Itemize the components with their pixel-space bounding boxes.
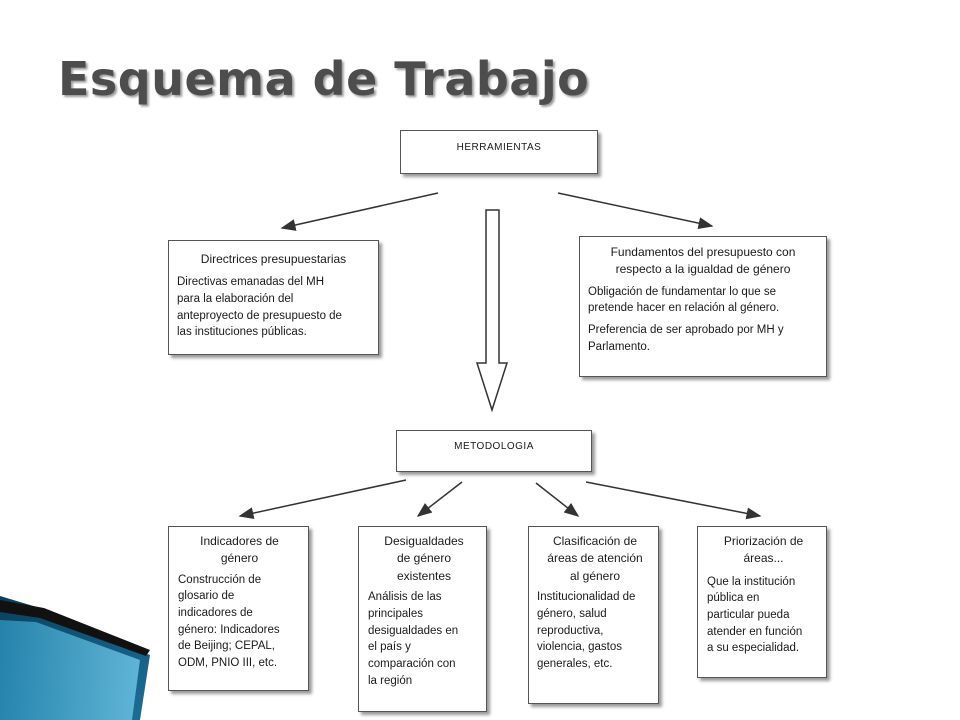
clasificacion-body-line: Institucionalidad de bbox=[537, 591, 636, 604]
desigualdades-body-line: principales bbox=[368, 607, 423, 620]
desigualdades-title-line: de género bbox=[396, 551, 452, 566]
arrow-to-clasificacion bbox=[535, 482, 580, 517]
herramientas-box: HERRAMIENTAS bbox=[400, 130, 598, 174]
indicadores-body-line: indicadores de bbox=[178, 607, 253, 620]
priorizacion-title-line: áreas... bbox=[743, 551, 784, 566]
fundamentos-p2-line: Preferencia de ser aprobado por MH y bbox=[588, 324, 784, 337]
indicadores-title-line: Indicadores de bbox=[200, 534, 279, 548]
indicadores-body-line: glosario de bbox=[178, 590, 235, 603]
arrow-to-priorizacion bbox=[585, 481, 762, 520]
fundamentos-title-line: Fundamentos del presupuesto con bbox=[610, 245, 796, 259]
desigualdades-body-line: desigualdades en bbox=[368, 624, 459, 637]
indicadores-box: Indicadores de género Construcción de gl… bbox=[168, 526, 309, 691]
clasificacion-title-line: Clasificación de bbox=[552, 534, 638, 548]
desigualdades-box: Desigualdades de género existentes Análi… bbox=[358, 526, 487, 712]
arrow-to-directrices bbox=[280, 192, 439, 231]
metodologia-label: METODOLOGIA bbox=[454, 441, 534, 452]
priorizacion-box: Priorización de áreas... Que la instituc… bbox=[697, 526, 827, 678]
desigualdades-body-line: la región bbox=[368, 674, 413, 687]
directrices-line: anteproyecto de presupuesto de bbox=[177, 309, 342, 322]
desigualdades-title-line: Desigualdades bbox=[384, 534, 464, 548]
clasificacion-body-line: violencia, gastos bbox=[537, 641, 623, 654]
fundamentos-p1-line: Obligación de fundamentar lo que se bbox=[588, 285, 776, 298]
priorizacion-body-line: particular pueda bbox=[707, 609, 790, 622]
directrices-box: Directrices presupuestarias Directivas e… bbox=[168, 240, 379, 355]
corner-decoration bbox=[0, 596, 150, 720]
desigualdades-title-line: existentes bbox=[396, 568, 452, 583]
arrow-to-desigualdades bbox=[416, 481, 463, 517]
indicadores-title-line: género bbox=[220, 551, 259, 566]
desigualdades-body-line: Análisis de las bbox=[368, 591, 442, 604]
directrices-line: Directivas emanadas del MH bbox=[177, 276, 325, 289]
page-title: Esquema de Trabajo bbox=[58, 52, 590, 106]
clasificacion-title-line: áreas de atención bbox=[547, 551, 643, 566]
fundamentos-title-line: respecto a la igualdad de género bbox=[615, 262, 791, 277]
clasificacion-body-line: generales, etc. bbox=[537, 657, 613, 670]
big-down-arrow bbox=[475, 209, 509, 413]
fundamentos-box: Fundamentos del presupuesto con respecto… bbox=[579, 236, 827, 377]
arrow-to-fundamentos bbox=[557, 192, 714, 230]
desigualdades-body-line: el país y bbox=[368, 641, 411, 654]
indicadores-body-line: género: Indicadores bbox=[178, 623, 280, 636]
priorizacion-title-line: Priorización de bbox=[723, 534, 804, 548]
priorizacion-body-line: pública en bbox=[707, 592, 760, 605]
priorizacion-body-line: atender en función bbox=[707, 625, 803, 638]
indicadores-body-line: Construcción de bbox=[178, 573, 262, 586]
desigualdades-body-line: comparación con bbox=[368, 657, 456, 670]
arrow-to-indicadores bbox=[238, 479, 407, 520]
herramientas-label: HERRAMIENTAS bbox=[456, 142, 542, 153]
indicadores-body-line: de Beijing; CEPAL, bbox=[178, 640, 275, 653]
metodologia-box: METODOLOGIA bbox=[396, 430, 592, 472]
fundamentos-p2-line: Parlamento. bbox=[588, 340, 651, 353]
directrices-line: las instituciones públicas. bbox=[177, 326, 307, 339]
directrices-line: para la elaboración del bbox=[177, 293, 294, 306]
priorizacion-body-line: Que la institución bbox=[707, 575, 796, 588]
directrices-title: Directrices presupuestarias bbox=[200, 252, 347, 266]
clasificacion-body-line: género, salud bbox=[537, 607, 607, 620]
fundamentos-p1-line: pretende hacer en relación al género. bbox=[588, 302, 780, 315]
clasificacion-box: Clasificación de áreas de atención al gé… bbox=[528, 526, 659, 704]
clasificacion-title-line: al género bbox=[569, 568, 621, 583]
priorizacion-body-line: a su especialidad. bbox=[707, 642, 800, 655]
clasificacion-body-line: reproductiva, bbox=[537, 624, 604, 637]
indicadores-body-line: ODM, PNIO III, etc. bbox=[178, 657, 278, 670]
